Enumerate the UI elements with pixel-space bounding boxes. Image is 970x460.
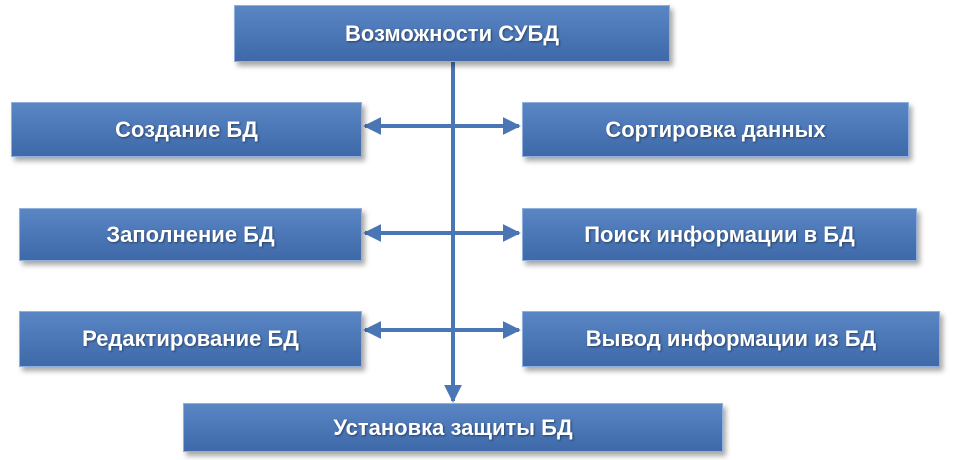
node-right-1-label: Сортировка данных — [605, 116, 826, 142]
node-top: Возможности СУБД — [234, 5, 670, 62]
node-left-3: Редактирование БД — [19, 311, 362, 367]
node-top-label: Возможности СУБД — [344, 20, 559, 46]
node-right-1: Сортировка данных — [522, 102, 909, 157]
node-right-2: Поиск информации в БД — [522, 208, 917, 261]
node-left-2: Заполнение БД — [19, 208, 362, 261]
node-left-3-label: Редактирование БД — [82, 326, 299, 351]
node-bottom: Установка защиты БД — [183, 403, 723, 452]
node-right-3: Вывод информации из БД — [522, 311, 940, 367]
node-bottom-label: Установка защиты БД — [333, 414, 573, 440]
node-left-1-label: Создание БД — [115, 116, 258, 142]
node-right-3-label: Вывод информации из БД — [585, 326, 877, 351]
node-left-1: Создание БД — [11, 102, 362, 157]
node-right-2-label: Поиск информации в БД — [584, 221, 855, 247]
node-left-2-label: Заполнение БД — [106, 221, 275, 247]
